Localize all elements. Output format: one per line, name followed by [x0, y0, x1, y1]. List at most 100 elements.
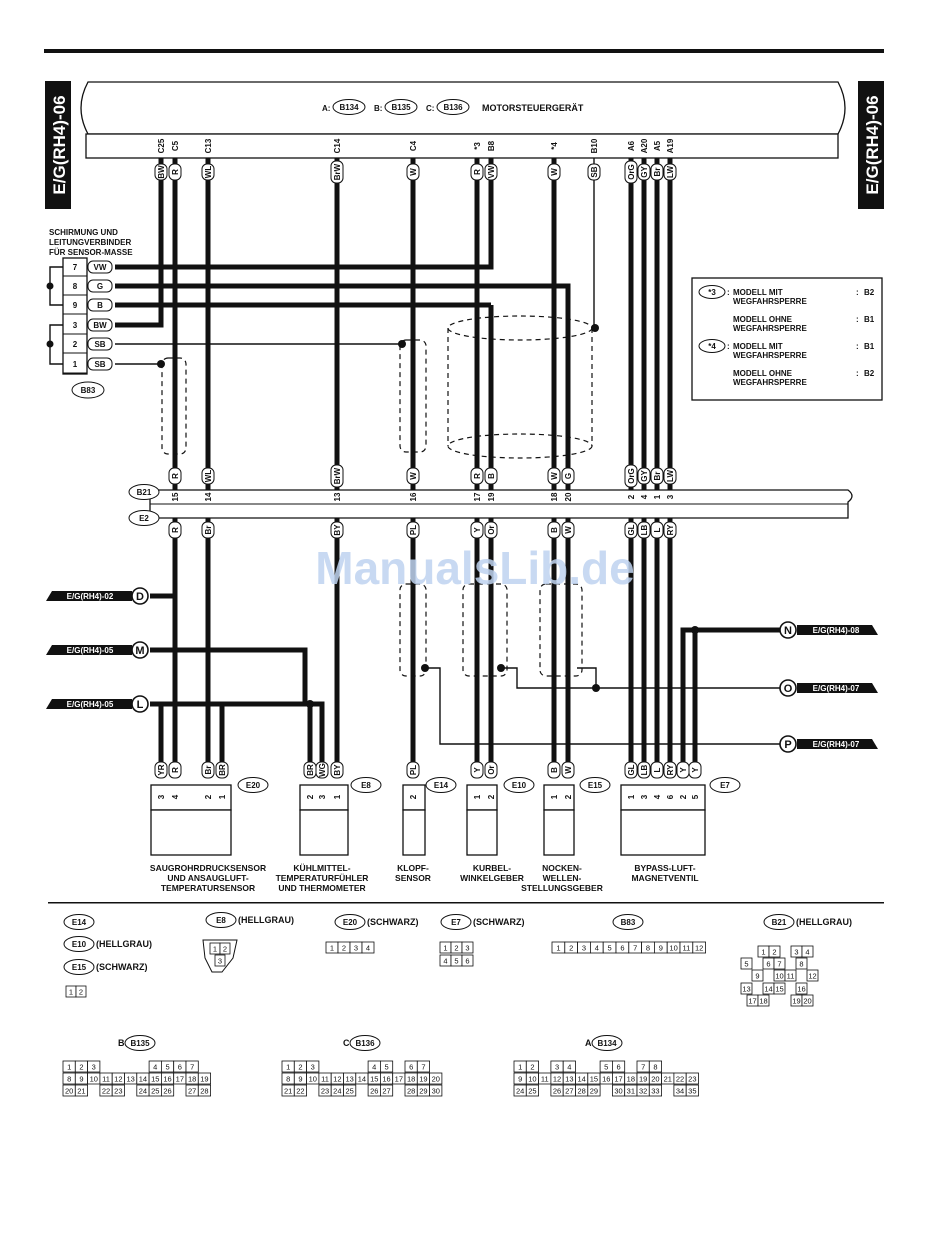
comp-1-wire-2-bg	[330, 761, 344, 779]
band-bottom-color-1-bg	[201, 521, 215, 539]
conn-b135-prefix: B:	[118, 1038, 128, 1048]
conn-b134-row-2-num-13: 34	[676, 1087, 684, 1096]
thin-wire-5	[577, 667, 597, 688]
comp-0-pin-3: 1	[218, 794, 227, 799]
left-ref-letter-0: D	[136, 591, 144, 603]
grid-b21-r3-num-5: 12	[808, 972, 816, 981]
conn-b134-row-1-num-2: 11	[541, 1075, 549, 1084]
conn-b135-row-2-num-3: 22	[102, 1087, 110, 1096]
conn-b135-row-1-num-4: 12	[114, 1075, 122, 1084]
grid-b83-num-6: 7	[633, 944, 637, 953]
band-bottom-color-11-bg	[663, 521, 677, 539]
comp-3-wire-0: Y	[473, 767, 482, 773]
comp-5-wire-3-bg	[663, 761, 677, 779]
ecu-ref-code-0: B134	[339, 103, 359, 112]
conn-b135-row-1-num-1: 9	[79, 1075, 83, 1084]
shield-row-color-3: BW	[93, 321, 107, 330]
grid-b21-r3-num-3: 11	[787, 972, 795, 981]
conn-b136-row-2-num-10: 28	[407, 1087, 415, 1096]
grid-b21-r1-cell-4	[801, 945, 814, 958]
grid-e20-num-2: 3	[354, 944, 358, 953]
conn-b136-row-1-num-9: 17	[395, 1075, 403, 1084]
legend-value-3: B2	[864, 369, 875, 378]
grid-e7-bottom-cell-2	[461, 954, 474, 967]
grid-e20-num-3: 4	[366, 944, 370, 953]
comp-0-wire-2-bg	[201, 761, 215, 779]
comp-1-wire-1-bg	[315, 761, 329, 779]
ecu-pin-1: C5	[171, 140, 180, 151]
shield-bracket-dot-2	[46, 340, 54, 348]
conn-e15-oval	[63, 959, 95, 975]
grid-e8-top-num-1: 2	[223, 945, 227, 954]
band-top-color-10-bg	[650, 467, 664, 485]
left-ref-letter-2: L	[137, 699, 144, 711]
comp-1-code-oval	[350, 777, 382, 793]
comp-3-name-1: WINKELGEBER	[460, 873, 524, 883]
legend-text-1: MODELL OHNE	[733, 315, 793, 324]
band-top-color-8: OrG	[627, 468, 636, 484]
ecu-wire-color-7: W	[550, 168, 559, 176]
comp-4-wire-1: W	[564, 766, 573, 774]
grid-b21-r1-num-4: 4	[805, 948, 809, 957]
ecu-wire-color-2: WL	[204, 166, 213, 179]
comp-5-name-1: MAGNETVENTIL	[631, 873, 698, 883]
conn-b134-row-2-num-1: 25	[528, 1087, 536, 1096]
band-pin-10: 1	[653, 494, 662, 499]
legend-mark-0: *3	[708, 288, 716, 297]
grid-b21-r4-cell-5	[795, 982, 808, 995]
conn-b134-row-1-num-3: 12	[553, 1075, 561, 1084]
conn-b135-row-0-num-9: 6	[178, 1063, 182, 1072]
shield-row-pin-5: 1	[73, 360, 78, 369]
wire-15	[692, 627, 790, 770]
ecu-ref-prefix-2: C:	[426, 104, 434, 113]
conn-b136-row-2-num-11: 29	[419, 1087, 427, 1096]
comp-1-pin-1: 3	[318, 794, 327, 799]
conn-b136-row-1-num-3: 11	[321, 1075, 329, 1084]
conn-b135-row-2-num-8: 26	[163, 1087, 171, 1096]
comp-0-wire-3-bg	[215, 761, 229, 779]
comp-1-name-1: TEMPERATURFÜHLER	[276, 873, 369, 883]
ecu-wire-color-12: LW	[666, 166, 675, 178]
junction-dot-0	[591, 324, 599, 332]
comp-4-pin-1: 2	[564, 794, 573, 799]
grid-e7-top-cell-2	[461, 941, 474, 954]
comp-5-wire-3: RY	[666, 764, 675, 775]
comp-5-body	[620, 809, 706, 856]
conn-b134-row-2-num-14: 35	[688, 1087, 696, 1096]
conn-b135-row-1-num-0: 8	[67, 1075, 71, 1084]
comp-5-pin-5: 5	[691, 794, 700, 799]
right-ref-text-0: E/G(RH4)-08	[813, 626, 860, 635]
grid-b21-r5-num-4: 19	[792, 997, 800, 1006]
ecu-wire-color-11: Br	[653, 168, 662, 177]
grid-e8-bottom-num-0: 3	[218, 957, 222, 966]
right-ref-circle-1	[779, 679, 797, 697]
conn-b136-row-2-num-0: 21	[284, 1087, 292, 1096]
comp-0-wire-1-bg	[168, 761, 182, 779]
ecu-pin-4: C4	[409, 140, 418, 151]
ecu-wire-color-0: BW	[157, 165, 166, 179]
right-ref-letter-1: O	[784, 683, 793, 695]
comp-3-name-0: KURBEL-	[473, 863, 511, 873]
comp-5-wire-5: Y	[691, 767, 700, 773]
grid-b83-num-7: 8	[646, 944, 650, 953]
band-e2-code: E2	[139, 514, 149, 523]
grid-b21-r4-num-3: 15	[775, 985, 783, 994]
shield-row-pin-3: 3	[73, 321, 78, 330]
conn-b134-row-1-num-4: 13	[565, 1075, 573, 1084]
conn-b21-oval	[763, 914, 795, 930]
comp-0-wire-2: Br	[204, 766, 213, 775]
band-bottom-color-4: Y	[473, 527, 482, 533]
ecu-wire-color-7-bg	[547, 163, 561, 181]
shield-title-2: LEITUNGVERBINDER	[49, 238, 131, 247]
ecu-pin-3: C14	[333, 138, 342, 153]
band-pin-1: 14	[204, 492, 213, 501]
legend-colon-b-3: :	[856, 369, 859, 378]
conn-b134-row-1-num-11: 20	[651, 1075, 659, 1084]
ecu-ref-prefix-0: A:	[322, 104, 330, 113]
band-pin-2: 13	[333, 492, 342, 501]
conn-b135-row-2-cell-11	[197, 1084, 212, 1097]
grid-e7-top-num-2: 3	[465, 944, 469, 953]
ecu-title-text: MOTORSTEUERGERÄT	[482, 103, 584, 113]
conn-b134-row-1-num-6: 15	[590, 1075, 598, 1084]
conn-b136-row-1-num-0: 8	[286, 1075, 290, 1084]
